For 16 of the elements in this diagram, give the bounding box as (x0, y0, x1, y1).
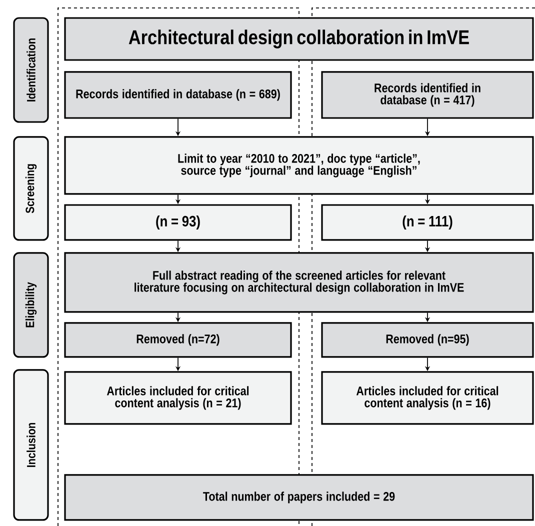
process-box: Total number of papers included = 29 (64, 474, 534, 521)
stage-label-box: Inclusion (13, 369, 49, 521)
stage-label-box: Screening (13, 136, 49, 241)
process-box: (n = 111) (321, 204, 534, 241)
process-box: Records identified in database (n = 417) (321, 71, 534, 119)
process-box: (n = 93) (64, 204, 292, 241)
process-box: Full abstract reading of the screened articles for relevant literature focusing on architectural design collaboration in ImVE (64, 252, 534, 313)
process-box: Articles included for critical content analysis (n = 16) (321, 371, 534, 425)
stage-label-box: Identification (13, 17, 49, 123)
process-box: Limit to year “2010 to 2021”, doc type “article”, source type “journal” and language “English” (64, 136, 534, 195)
process-box: Removed (n=95) (321, 322, 534, 358)
process-box: Articles included for critical content analysis (n = 21) (64, 371, 292, 425)
title-box: Architectural design collaboration in ImVE (64, 17, 534, 61)
process-box: Removed (n=72) (64, 322, 292, 358)
process-box: Records identified in database (n = 689) (64, 71, 292, 119)
stage-label-box: Eligibility (13, 252, 49, 358)
